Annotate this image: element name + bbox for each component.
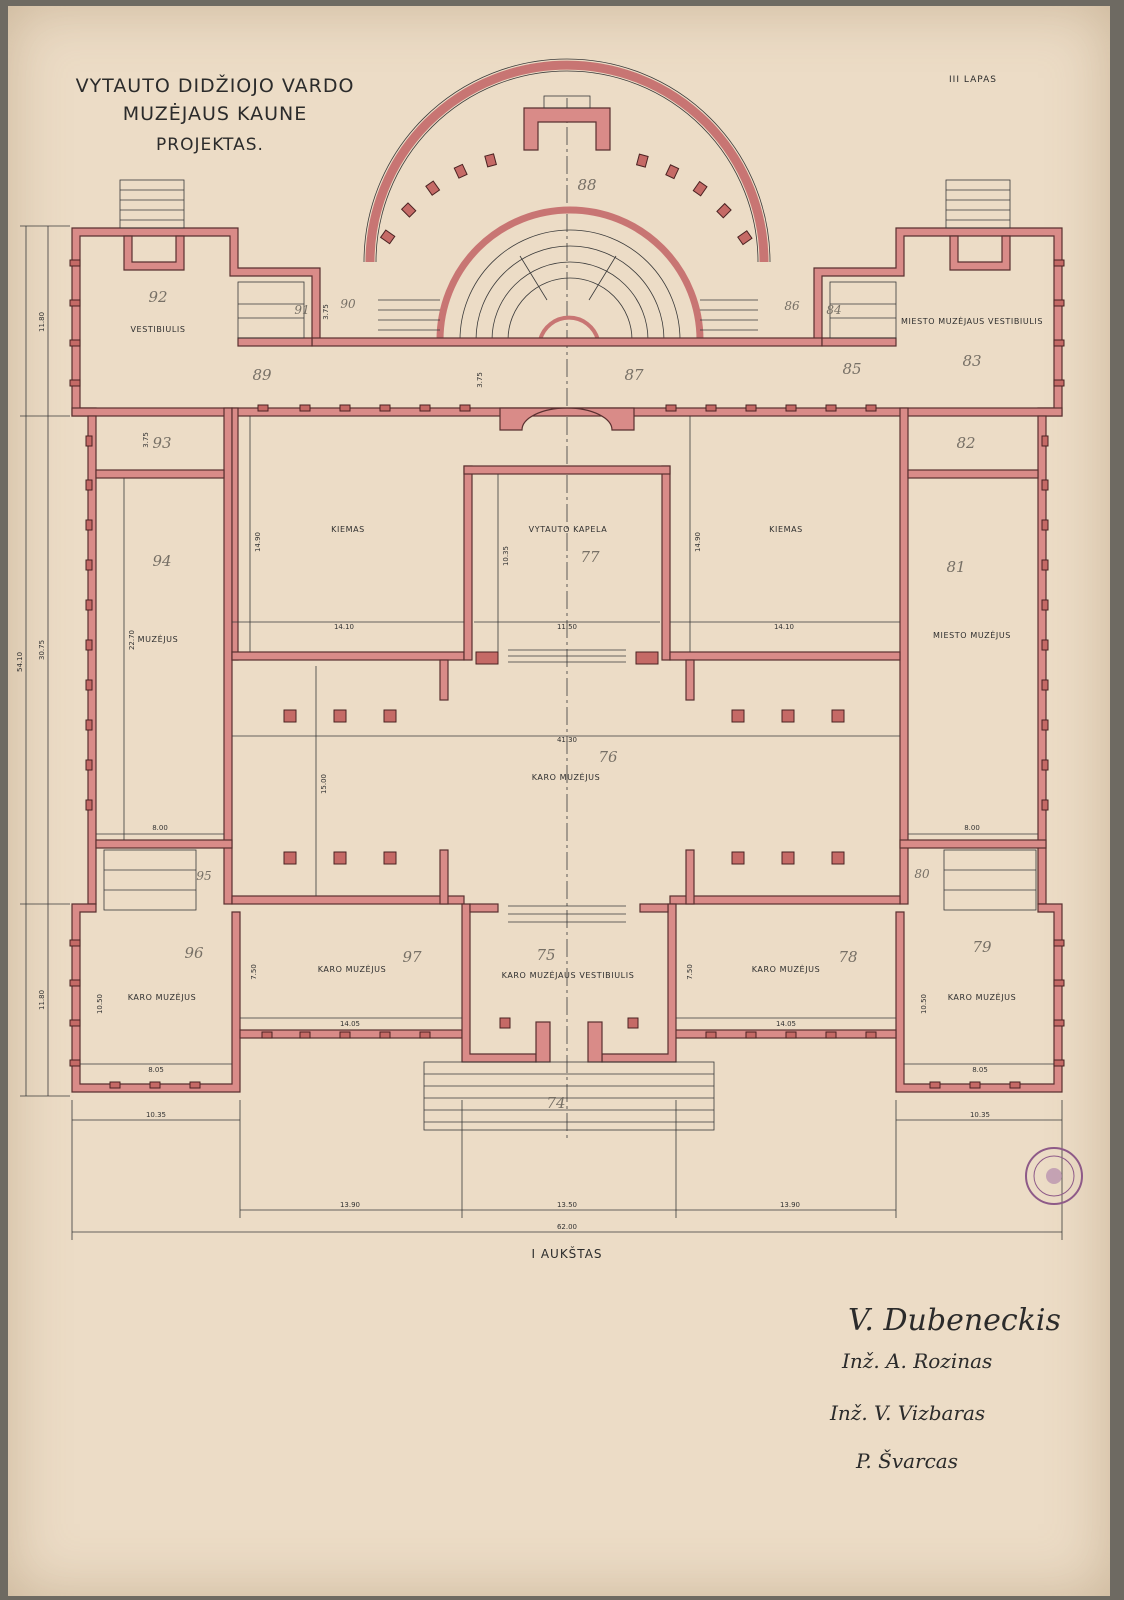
room-name: MUZĖJUS <box>138 634 179 644</box>
room-name: KARO MUZĖJUS <box>318 964 387 974</box>
room-name: MIESTO MUZĖJUS <box>933 630 1011 640</box>
dim-label: 11.50 <box>557 623 577 631</box>
archive-stamp <box>1025 1147 1083 1205</box>
dim-label: 7.50 <box>686 964 694 980</box>
room-number: 87 <box>624 366 644 384</box>
room-number: 91 <box>294 303 309 317</box>
room-number: 90 <box>340 297 356 311</box>
dim-label: 3.75 <box>142 432 150 448</box>
dim-label: 3.75 <box>476 372 484 388</box>
stairs <box>103 179 1037 1131</box>
dim-label: 8.05 <box>972 1066 988 1074</box>
floor-label: I AUKŠTAS <box>531 1246 602 1261</box>
room-name: KIEMAS <box>331 525 365 534</box>
signature: Inž. A. Rozinas <box>841 1349 992 1373</box>
room-number: 82 <box>956 434 975 452</box>
dim-label: 13.90 <box>340 1201 360 1209</box>
room-number: 96 <box>184 944 204 962</box>
title-line-3: PROJEKTAS. <box>156 135 264 155</box>
drawing-sheet <box>8 6 1110 1596</box>
title-block: VYTAUTO DIDŽIOJO VARDO MUZĖJAUS KAUNE PR… <box>76 74 997 155</box>
room-labels: 92 VESTIBIULIS MIESTO MUZĖJAUS VESTIBIUL… <box>128 288 1043 1261</box>
dim-label: 11.80 <box>38 312 46 332</box>
dim-label: 15.00 <box>320 774 328 794</box>
hall-columns <box>283 651 845 1029</box>
signature: P. Švarcas <box>855 1449 958 1473</box>
room-number: 84 <box>826 303 841 317</box>
dim-label: 8.00 <box>964 824 980 832</box>
dim-label: 3.75 <box>322 304 330 320</box>
room-number: 85 <box>842 360 861 378</box>
room-number: 76 <box>598 748 618 766</box>
dim-label: 14.90 <box>254 532 262 552</box>
room-number: 97 <box>402 948 422 966</box>
dim-label: 41.30 <box>557 736 577 744</box>
dim-label: 22.70 <box>128 630 136 650</box>
room-number: 74 <box>546 1094 565 1112</box>
dim-label: 10.50 <box>96 994 104 1014</box>
dim-label: 14.05 <box>776 1020 796 1028</box>
outer-dimension-labels: 11.80 30.75 54.10 11.80 10.35 10.35 13.9… <box>16 312 990 1231</box>
dim-label: 8.05 <box>148 1066 164 1074</box>
room-number: 75 <box>536 946 555 964</box>
dim-label: 10.50 <box>920 994 928 1014</box>
dim-label: 13.90 <box>780 1201 800 1209</box>
room-name: KARO MUZĖJUS <box>128 992 197 1002</box>
building-walls <box>71 227 1063 1093</box>
signature: Inž. V. Vizbaras <box>829 1401 985 1425</box>
room-number: 80 <box>914 867 930 881</box>
interior-dimension-labels: 3.75 3.75 3.75 14.90 14.90 10.35 14.10 1… <box>96 304 988 1074</box>
dim-label: 10.35 <box>970 1111 990 1119</box>
sheet-label: III LAPAS <box>949 75 997 85</box>
room-number: 81 <box>946 558 965 576</box>
apse: 88 <box>363 58 771 341</box>
room-name: VESTIBIULIS <box>130 325 185 334</box>
dim-label: 14.10 <box>334 623 354 631</box>
signature: V. Dubeneckis <box>848 1303 1061 1338</box>
room-number: 79 <box>972 938 992 956</box>
room-number: 83 <box>962 352 981 370</box>
room-number: 95 <box>196 869 211 883</box>
room-name: KARO MUZĖJUS <box>948 992 1017 1002</box>
room-name: KARO MUZĖJAUS VESTIBIULIS <box>502 970 635 980</box>
room-name: KARO MUZĖJUS <box>532 772 601 782</box>
room-number: 78 <box>838 948 857 966</box>
room-name: KARO MUZĖJUS <box>752 964 821 974</box>
dim-label: 14.90 <box>694 532 702 552</box>
dim-label: 14.10 <box>774 623 794 631</box>
dim-label: 11.80 <box>38 990 46 1010</box>
title-line-1: VYTAUTO DIDŽIOJO VARDO <box>76 74 355 97</box>
title-line-2: MUZĖJAUS KAUNE <box>123 102 308 125</box>
room-name: VYTAUTO KAPELA <box>529 525 608 534</box>
dim-label: 13.50 <box>557 1201 577 1209</box>
room-number: 86 <box>784 299 800 313</box>
dim-label: 7.50 <box>250 964 258 980</box>
dim-label: 30.75 <box>38 640 46 660</box>
dim-label: 8.00 <box>152 824 168 832</box>
room-number: 93 <box>152 434 171 452</box>
signatures: V. Dubeneckis Inž. A. Rozinas Inž. V. Vi… <box>829 1303 1061 1473</box>
dimension-lines <box>20 98 1063 1240</box>
room-number: 88 <box>577 176 596 194</box>
room-number: 92 <box>148 288 167 306</box>
room-number: 89 <box>252 366 272 384</box>
dim-label: 54.10 <box>16 652 24 672</box>
dim-label: 10.35 <box>146 1111 166 1119</box>
dim-label: 10.35 <box>502 546 510 566</box>
room-name: MIESTO MUZĖJAUS VESTIBIULIS <box>901 316 1043 326</box>
interior-dimensions <box>80 416 1054 1065</box>
dim-label: 14.05 <box>340 1020 360 1028</box>
wall-piers <box>69 259 1065 1089</box>
room-number: 77 <box>580 548 600 566</box>
room-name: KIEMAS <box>769 525 803 534</box>
dim-label: 62.00 <box>557 1223 577 1231</box>
room-number: 94 <box>152 552 171 570</box>
